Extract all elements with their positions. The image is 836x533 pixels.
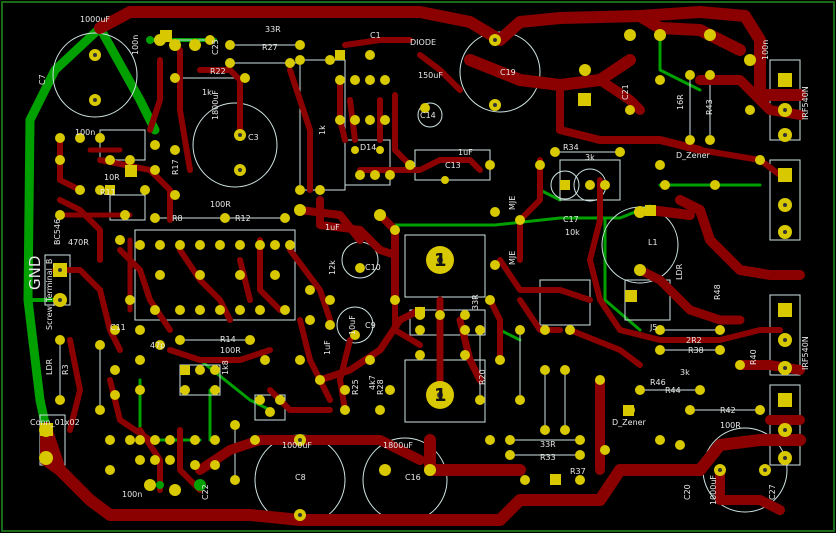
label-100r-1: 100R bbox=[210, 200, 231, 209]
label-3k-bottom: 3k bbox=[680, 368, 690, 377]
label-r17: R17 bbox=[171, 159, 180, 175]
label-irf540n-right: IRF540N bbox=[801, 336, 810, 370]
label-diode: DIODE bbox=[410, 38, 436, 47]
label-150uf: 150uF bbox=[418, 71, 443, 80]
label-100r-2: 100R bbox=[220, 346, 241, 355]
label-100n-4: 100n bbox=[122, 490, 142, 499]
label-33r-2: 33R bbox=[471, 294, 480, 310]
label-100n-2: 100n bbox=[131, 35, 140, 55]
label-ldr-left: LDR bbox=[45, 358, 54, 375]
label-10r: 10R bbox=[104, 173, 120, 182]
label-c22: C22 bbox=[201, 484, 210, 500]
pad-number-bottom: 1 bbox=[434, 385, 447, 406]
label-10k: 10k bbox=[565, 228, 580, 237]
silkscreen-labels: GND Screw_Terminal_B BC546 Conn_01x02 1 … bbox=[26, 15, 810, 505]
label-1800uf: 1800uF bbox=[383, 441, 413, 450]
label-irf540n-top: IRF540N bbox=[801, 86, 810, 120]
label-d14: D14 bbox=[360, 143, 376, 152]
label-r48: R48 bbox=[713, 284, 722, 300]
label-r46: R46 bbox=[650, 378, 666, 387]
label-2r2: 2R2 bbox=[686, 336, 702, 345]
label-1uf-2: 1uF bbox=[325, 223, 340, 232]
label-c1: C1 bbox=[370, 31, 381, 40]
label-33r-top: 33R bbox=[265, 25, 281, 34]
label-r22: R22 bbox=[210, 67, 226, 76]
label-r42: R42 bbox=[720, 406, 736, 415]
label-r34: R34 bbox=[563, 143, 579, 152]
label-r40: R40 bbox=[749, 349, 758, 365]
label-1uf-1: 1uF bbox=[458, 148, 473, 157]
label-c16: C16 bbox=[405, 473, 421, 482]
label-d-zener-bottom: D_Zener bbox=[612, 418, 647, 427]
label-1000uf-tl: 1000uF bbox=[80, 15, 110, 24]
pad-number-top: 1 bbox=[434, 250, 447, 271]
label-c25: C25 bbox=[211, 39, 220, 55]
label-c19: C19 bbox=[500, 68, 516, 77]
label-j5: J5 bbox=[649, 323, 657, 332]
label-r3: R3 bbox=[61, 364, 70, 375]
label-r8: R8 bbox=[172, 214, 183, 223]
label-r14: R14 bbox=[220, 335, 236, 344]
label-c7: C7 bbox=[38, 74, 47, 85]
front-copper-traces bbox=[40, 6, 806, 526]
pads-and-vias bbox=[39, 29, 792, 521]
label-c11: C11 bbox=[110, 323, 126, 332]
label-12k: 12k bbox=[328, 260, 337, 275]
label-r28: R28 bbox=[376, 379, 385, 395]
label-c14: C14 bbox=[420, 111, 436, 120]
label-1k-2: 1k bbox=[318, 125, 327, 135]
label-33r: 33R bbox=[540, 440, 556, 449]
screw-terminal-label: Screw_Terminal_B bbox=[45, 259, 54, 330]
label-1k8: 1k8 bbox=[221, 360, 230, 375]
label-c3: C3 bbox=[248, 133, 259, 142]
label-mje-2: MJE bbox=[508, 251, 517, 265]
label-1k: 1k bbox=[202, 88, 212, 97]
label-c10: C10 bbox=[365, 263, 381, 272]
label-r44: R44 bbox=[665, 386, 681, 395]
label-3k-top: 3k bbox=[585, 153, 595, 162]
label-r20: R20 bbox=[478, 369, 487, 385]
label-4k7: 4k7 bbox=[368, 375, 377, 390]
label-10uf: 10uF bbox=[348, 315, 357, 335]
label-ldr: LDR bbox=[675, 263, 684, 280]
gnd-label: GND bbox=[26, 256, 44, 290]
label-l1: L1 bbox=[648, 238, 658, 247]
label-c13: C13 bbox=[445, 161, 461, 170]
label-c8: C8 bbox=[295, 473, 306, 482]
label-100n-1: 100n bbox=[75, 128, 95, 137]
label-r25: R25 bbox=[351, 379, 360, 395]
label-100n-3: 100n bbox=[761, 40, 770, 60]
label-47p: 47p bbox=[150, 341, 165, 350]
label-c17: C17 bbox=[563, 215, 579, 224]
label-r12: R12 bbox=[235, 214, 251, 223]
label-c20: C20 bbox=[683, 484, 692, 500]
label-r38: R38 bbox=[688, 346, 704, 355]
label-100r-3: 100R bbox=[720, 421, 741, 430]
label-d-zener-top: D_Zener bbox=[676, 151, 711, 160]
label-r43: R43 bbox=[705, 99, 714, 115]
label-1000uf-br: 1000uF bbox=[709, 475, 718, 505]
label-r37: R37 bbox=[570, 467, 586, 476]
label-1800uf-mid: 1800uF bbox=[211, 90, 220, 120]
label-r11: R11 bbox=[100, 188, 116, 197]
label-r33: R33 bbox=[540, 453, 556, 462]
label-16r: 16R bbox=[676, 94, 685, 110]
label-c21: C21 bbox=[621, 84, 630, 100]
label-1uf-3: 1uF bbox=[323, 340, 332, 355]
label-c9: C9 bbox=[365, 321, 376, 330]
conn-label: Conn_01x02 bbox=[30, 418, 80, 427]
label-r27: R27 bbox=[262, 43, 278, 52]
bc546-label: BC546 bbox=[53, 219, 62, 245]
label-470r: 470R bbox=[68, 238, 89, 247]
label-mje-1: MJE bbox=[508, 196, 517, 210]
label-c27: C27 bbox=[768, 484, 777, 500]
label-1000uf-bl: 1000uF bbox=[282, 441, 312, 450]
